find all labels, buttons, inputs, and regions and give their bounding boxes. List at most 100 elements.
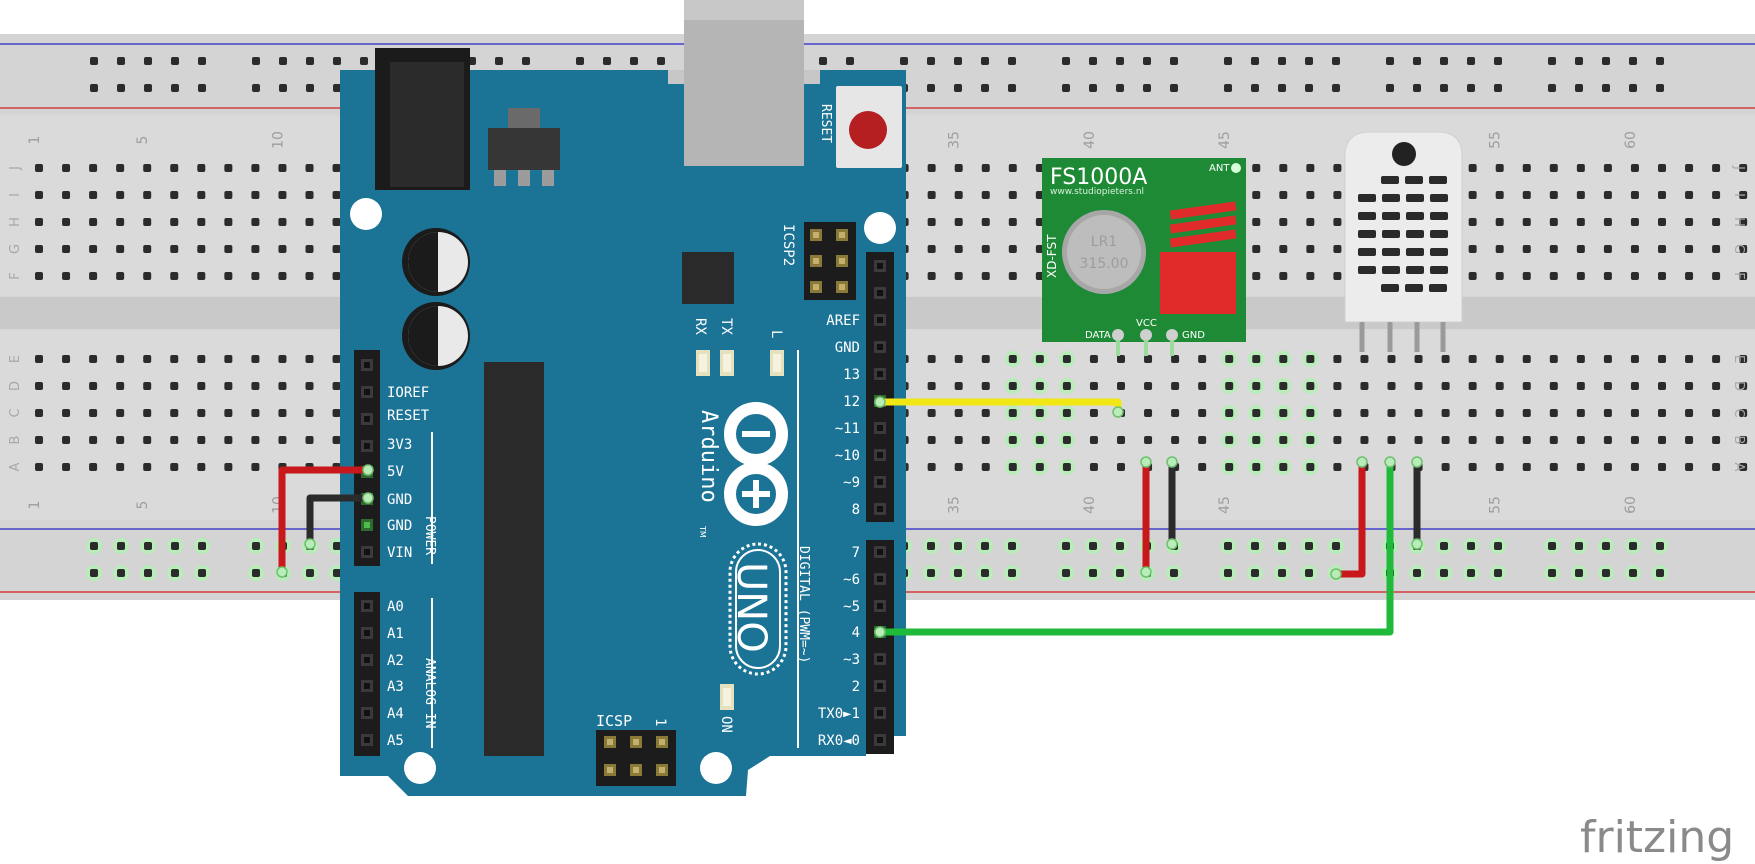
breadboard-hole[interactable]	[1058, 565, 1074, 581]
breadboard-hole[interactable]	[1252, 164, 1261, 172]
breadboard-hole[interactable]	[1468, 409, 1477, 417]
breadboard-hole[interactable]	[1248, 351, 1265, 367]
breadboard-hole[interactable]	[1252, 272, 1261, 280]
breadboard-hole[interactable]	[224, 409, 233, 417]
breadboard-hole[interactable]	[1089, 57, 1097, 65]
breadboard-hole[interactable]	[278, 191, 287, 199]
breadboard-hole[interactable]	[954, 272, 963, 280]
breadboard-hole[interactable]	[306, 84, 314, 92]
breadboard-hole[interactable]	[1490, 538, 1506, 554]
breadboard-hole[interactable]	[1739, 164, 1748, 172]
breadboard-hole[interactable]	[278, 218, 287, 226]
breadboard-hole[interactable]	[1490, 565, 1506, 581]
breadboard-hole[interactable]	[1333, 164, 1342, 172]
breadboard-hole[interactable]	[171, 84, 179, 92]
breadboard-hole[interactable]	[1333, 436, 1342, 444]
breadboard-hole[interactable]	[1685, 382, 1694, 390]
header-pin[interactable]	[874, 680, 886, 692]
breadboard-hole[interactable]	[981, 382, 990, 390]
breadboard-hole[interactable]	[1035, 218, 1044, 226]
breadboard-hole[interactable]	[251, 164, 260, 172]
breadboard-hole[interactable]	[143, 164, 152, 172]
breadboard-hole[interactable]	[1739, 272, 1748, 280]
breadboard-hole[interactable]	[1494, 84, 1502, 92]
breadboard-hole[interactable]	[1031, 459, 1048, 475]
breadboard-hole[interactable]	[1144, 409, 1153, 417]
breadboard-hole[interactable]	[1603, 463, 1612, 471]
breadboard-hole[interactable]	[1089, 436, 1098, 444]
breadboard-hole[interactable]	[1685, 355, 1694, 363]
breadboard-hole[interactable]	[981, 218, 990, 226]
breadboard-hole[interactable]	[1058, 432, 1075, 448]
breadboard-hole[interactable]	[977, 538, 993, 554]
breadboard-hole[interactable]	[1441, 436, 1450, 444]
breadboard-hole[interactable]	[1305, 84, 1313, 92]
breadboard-hole[interactable]	[35, 272, 43, 280]
breadboard-hole[interactable]	[1630, 436, 1639, 444]
breadboard-hole[interactable]	[167, 538, 183, 554]
breadboard-hole[interactable]	[1685, 463, 1694, 471]
breadboard-hole[interactable]	[1278, 84, 1286, 92]
breadboard-hole[interactable]	[1603, 272, 1612, 280]
breadboard-hole[interactable]	[1333, 355, 1342, 363]
breadboard-hole[interactable]	[170, 245, 179, 253]
breadboard-hole[interactable]	[1275, 432, 1292, 448]
breadboard-hole[interactable]	[1360, 436, 1369, 444]
breadboard-hole[interactable]	[1333, 382, 1342, 390]
breadboard-hole[interactable]	[170, 409, 179, 417]
breadboard-hole[interactable]	[977, 565, 993, 581]
breadboard-hole[interactable]	[117, 84, 125, 92]
breadboard-hole[interactable]	[89, 463, 98, 471]
breadboard-hole[interactable]	[224, 382, 233, 390]
breadboard-hole[interactable]	[1549, 218, 1558, 226]
wire-5v-red[interactable]	[278, 466, 372, 576]
breadboard-hole[interactable]	[1031, 405, 1048, 421]
breadboard-hole[interactable]	[1712, 164, 1721, 172]
breadboard-hole[interactable]	[981, 463, 990, 471]
breadboard-hole[interactable]	[1221, 432, 1238, 448]
breadboard-hole[interactable]	[1004, 538, 1020, 554]
breadboard-hole[interactable]	[1112, 538, 1128, 554]
breadboard-hole[interactable]	[62, 355, 71, 363]
header-pin[interactable]	[874, 314, 886, 326]
breadboard-hole[interactable]	[305, 218, 314, 226]
breadboard-hole[interactable]	[1522, 164, 1531, 172]
header-pin[interactable]	[361, 600, 373, 612]
breadboard-hole[interactable]	[1630, 355, 1639, 363]
breadboard-hole[interactable]	[1305, 57, 1313, 65]
breadboard-hole[interactable]	[954, 355, 963, 363]
breadboard-hole[interactable]	[1495, 272, 1504, 280]
breadboard-hole[interactable]	[1603, 191, 1612, 199]
breadboard-hole[interactable]	[1414, 382, 1423, 390]
breadboard-hole[interactable]	[1171, 436, 1180, 444]
breadboard-hole[interactable]	[90, 84, 98, 92]
breadboard-hole[interactable]	[981, 245, 990, 253]
breadboard-hole[interactable]	[1658, 382, 1666, 390]
breadboard-hole[interactable]	[62, 245, 71, 253]
breadboard-hole[interactable]	[305, 164, 314, 172]
breadboard-hole[interactable]	[1247, 565, 1263, 581]
breadboard-hole[interactable]	[62, 191, 71, 199]
breadboard-hole[interactable]	[1332, 57, 1340, 65]
breadboard-hole[interactable]	[1630, 382, 1639, 390]
breadboard-hole[interactable]	[143, 463, 152, 471]
breadboard-hole[interactable]	[927, 355, 936, 363]
breadboard-hole[interactable]	[62, 164, 71, 172]
breadboard-hole[interactable]	[1468, 272, 1477, 280]
breadboard-hole[interactable]	[1522, 245, 1531, 253]
breadboard-hole[interactable]	[1221, 351, 1238, 367]
breadboard-hole[interactable]	[224, 272, 233, 280]
breadboard-hole[interactable]	[86, 538, 102, 554]
breadboard-hole[interactable]	[1495, 409, 1504, 417]
breadboard-hole[interactable]	[1198, 409, 1207, 417]
breadboard-hole[interactable]	[1468, 463, 1477, 471]
breadboard-hole[interactable]	[332, 191, 341, 199]
breadboard-hole[interactable]	[1522, 272, 1531, 280]
breadboard-hole[interactable]	[981, 191, 990, 199]
breadboard-hole[interactable]	[1495, 191, 1504, 199]
breadboard-hole[interactable]	[1004, 432, 1021, 448]
breadboard-hole[interactable]	[1112, 565, 1128, 581]
breadboard-hole[interactable]	[1522, 409, 1531, 417]
header-pin[interactable]	[874, 573, 886, 585]
breadboard-hole[interactable]	[1198, 355, 1207, 363]
